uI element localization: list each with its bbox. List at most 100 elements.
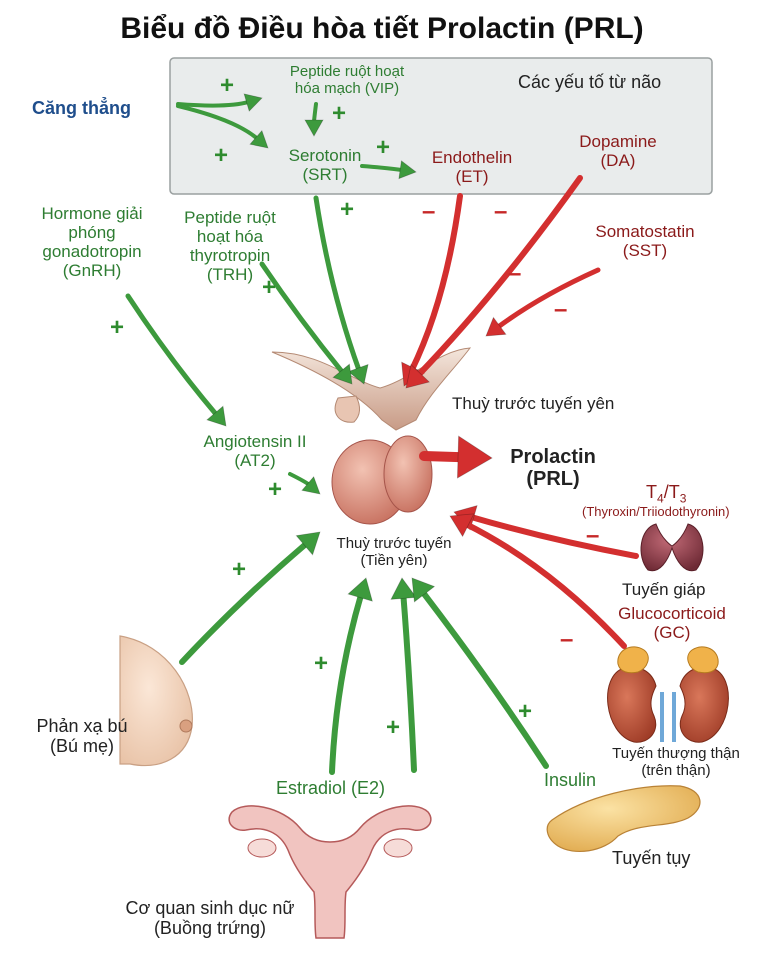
minus-sign-et: – <box>422 198 436 225</box>
arrow-srt-to-pituitary-head <box>347 363 369 385</box>
arrow-da-to-pituitary-head <box>405 363 431 389</box>
gnrh-label-line2: phóng <box>68 223 116 243</box>
arrow-estradiol-to-pituitary-2 <box>390 577 417 773</box>
arrow-suckling-to-pituitary-head <box>295 531 321 556</box>
plus-sign-stress-srt: + <box>214 142 229 169</box>
pituitary-stalk <box>334 395 360 423</box>
t4-letter: T <box>646 482 657 502</box>
arrow-estradiol-to-pituitary-2-head <box>390 577 417 600</box>
gnrh-label-line4: (GnRH) <box>62 261 122 281</box>
t4-t3-label: T4/T3 <box>646 482 686 506</box>
adrenal-label: Tuyến thượng thận (trên thận) <box>598 745 754 780</box>
plus-sign-srt-et: + <box>376 134 391 161</box>
t3-letter: /T <box>663 482 680 502</box>
gnrh-label: Hormone giải phóng gonadotropin (GnRH) <box>28 204 156 280</box>
arrow-vip-to-srt-head <box>304 119 324 137</box>
arrow-estradiol-to-pituitary-1 <box>329 577 373 775</box>
arrow-at2-to-pituitary-head <box>301 475 321 495</box>
ovary-label-line1: Cơ quan sinh dục nữ <box>125 898 295 918</box>
minus-sign-gc: – <box>560 626 574 653</box>
dopamine-label-line1: Dopamine <box>579 132 657 151</box>
anterior-pituitary-label: Thuỳ trước tuyến (Tiền yên) <box>324 535 464 570</box>
minus-sign-sst-2: – <box>554 296 568 323</box>
arrow-stress-to-vip-shaft <box>176 99 251 108</box>
arrow-suckling-to-pituitary-shaft <box>179 540 310 665</box>
kidney-illustration <box>607 666 729 743</box>
prolactin-label-line1: Prolactin <box>510 446 596 468</box>
adrenal-label-line1: Tuyến thượng thận <box>612 745 740 762</box>
dopamine-label: Dopamine (DA) <box>568 132 668 170</box>
gnrh-label-line1: Hormone giải <box>41 204 143 223</box>
serotonin-label-line2: (SRT) <box>302 165 348 185</box>
arrow-suckling-to-pituitary <box>179 531 321 665</box>
thyroid-label: Tuyến giáp <box>622 580 706 599</box>
arrow-estradiol-to-pituitary-2-shaft <box>400 592 417 773</box>
plus-sign-estradiol-1: + <box>314 650 329 677</box>
plus-sign-estradiol-2: + <box>386 714 401 741</box>
insulin-label: Insulin <box>544 770 597 790</box>
glucocorticoid-label: Glucocorticoid (GC) <box>610 604 734 642</box>
posterior-pituitary-label: Thuỳ trước tuyến yên <box>452 394 615 413</box>
arrow-stress-to-srt-head <box>249 129 269 149</box>
arrow-srt-to-et-head <box>398 160 417 180</box>
thyroxin-label: (Thyroxin/Triiodothyronin) <box>582 504 730 519</box>
arrow-thyroid-to-pituitary-shaft <box>467 513 639 559</box>
prolactin-label-line2: (PRL) <box>526 468 580 491</box>
arrow-estradiol-to-pituitary-1-shaft <box>329 591 365 775</box>
t4-subscript: 4 <box>657 491 664 506</box>
plus-sign-stress-vip: + <box>220 72 235 99</box>
angiotensin-label: Angiotensin II (AT2) <box>196 432 314 470</box>
serotonin-label: Serotonin (SRT) <box>278 146 372 184</box>
arrow-gc-to-pituitary-shaft <box>462 520 627 649</box>
stress-label: Căng thẳng <box>32 98 131 118</box>
endothelin-label-line2: (ET) <box>455 167 489 187</box>
ovary-label-line2: (Buồng trứng) <box>153 918 267 939</box>
arrow-estradiol-to-pituitary-1-head <box>347 577 373 602</box>
trh-label-line1: Peptide ruột <box>184 208 276 227</box>
arrow-at2-to-pituitary <box>288 472 321 495</box>
gnrh-label-line3: gonadotropin <box>42 242 142 262</box>
prolactin-label: Prolactin (PRL) <box>492 446 614 491</box>
dopamine-label-line2: (DA) <box>600 151 636 171</box>
arrow-sst-to-pituitary-head <box>485 316 507 337</box>
minus-sign-sst-1: – <box>508 260 522 287</box>
diagram-title: Biểu đồ Điều hòa tiết Prolactin (PRL) <box>120 12 644 45</box>
pituitary-gland-right-lobe <box>383 435 433 513</box>
glucocorticoid-label-line2: (GC) <box>653 623 691 643</box>
hypothalamus-stalk-illustration <box>271 347 472 431</box>
angiotensin-label-line1: Angiotensin II <box>203 432 307 451</box>
arrow-gnrh-to-at2 <box>125 293 227 427</box>
endothelin-label-line1: Endothelin <box>431 148 513 167</box>
arrow-insulin-to-pituitary <box>411 577 549 769</box>
uterus-illustration <box>228 805 432 939</box>
arrow-da-to-pituitary <box>405 175 583 389</box>
serotonin-label-line1: Serotonin <box>288 146 362 165</box>
pancreas-label: Tuyến tụy <box>612 848 691 868</box>
adrenal-label-line2: (trên thận) <box>641 761 711 779</box>
arrow-srt-to-et <box>360 160 417 180</box>
trh-label-line4: (TRH) <box>206 265 254 285</box>
trh-label: Peptide ruột hoạt hóa thyrotropin (TRH) <box>174 208 286 284</box>
plus-sign-at2: + <box>268 476 283 503</box>
arrow-insulin-to-pituitary-head <box>411 577 436 603</box>
arrow-vip-to-srt <box>304 102 324 137</box>
trh-label-line2: hoạt hóa <box>196 227 264 247</box>
arrow-srt-to-pituitary-shaft <box>313 195 362 373</box>
glucocorticoid-label-line1: Glucocorticoid <box>618 604 726 623</box>
vip-label-line1: Peptide ruột hoạt <box>289 63 405 80</box>
arrow-sst-to-pituitary <box>485 267 601 337</box>
arrow-pituitary-to-prolactin <box>419 435 493 479</box>
arrow-insulin-to-pituitary-shaft <box>419 588 549 769</box>
brain-factors-box <box>169 57 713 195</box>
brain-factors-label: Các yếu tố từ não <box>518 72 662 92</box>
suckling-label: Phản xạ bú (Bú mẹ) <box>24 716 140 756</box>
arrow-trh-to-pituitary <box>259 261 353 385</box>
ovary-label: Cơ quan sinh dục nữ (Buồng trứng) <box>96 898 324 938</box>
minus-sign-da: – <box>494 198 508 225</box>
trh-label-line3: thyrotropin <box>189 246 271 266</box>
estradiol-label: Estradiol (E2) <box>276 778 386 798</box>
arrow-gc-to-pituitary <box>449 513 627 649</box>
suckling-label-line2: (Bú mẹ) <box>49 736 114 757</box>
somatostatin-label-line2: (SST) <box>622 241 668 261</box>
